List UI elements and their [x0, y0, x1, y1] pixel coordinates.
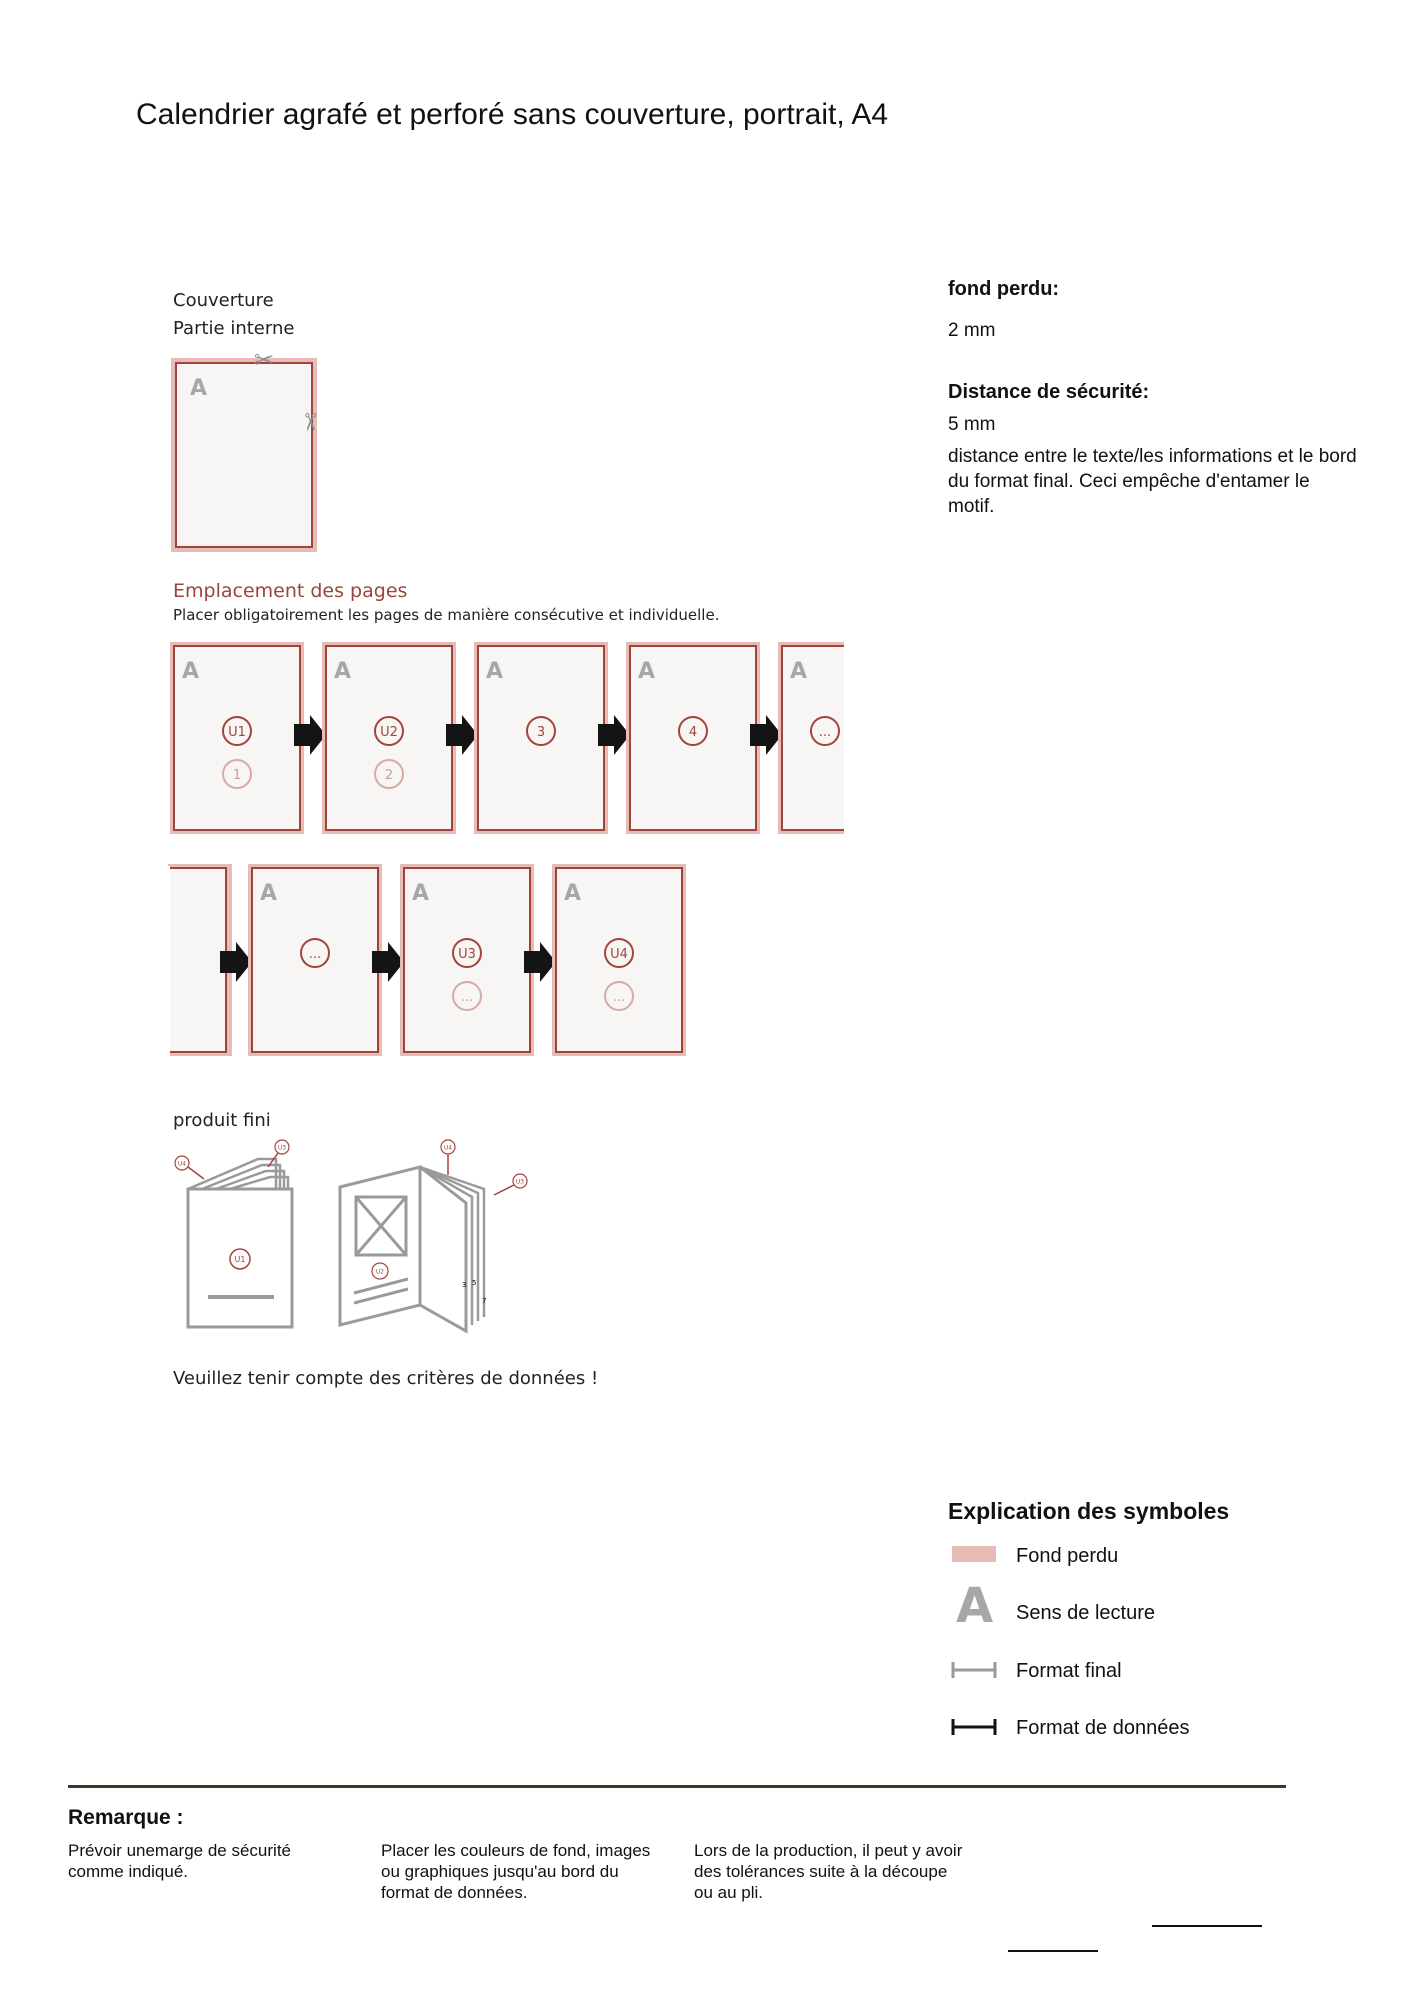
reading-direction-icon: A [956, 1578, 994, 1634]
safety-value: 5 mm [948, 414, 996, 435]
legend-item-data-format: Format de données [1016, 1717, 1190, 1739]
label-open-u3: U3 [516, 1179, 524, 1186]
finished-product-label: produit fini [173, 1110, 271, 1131]
remark-column-3: Lors de la production, il peut y avoir d… [694, 1841, 963, 1902]
remark-column-1: Prévoir unemarge de sécurité comme indiq… [68, 1841, 292, 1881]
arrow-right-icon [524, 942, 556, 982]
label-u3: U3 [278, 1145, 286, 1152]
page-number-c: 7 [482, 1297, 486, 1305]
placement-heading: Emplacement des pages [173, 580, 408, 602]
final-format-icon [951, 1662, 997, 1678]
signature-line [1008, 1950, 1098, 1952]
reading-direction-icon: A [182, 659, 199, 684]
page-number-secondary: 1 [233, 768, 241, 783]
signature-line [1152, 1925, 1262, 1927]
page-row-2: A ... A U3 ... A U4 ... [168, 864, 686, 1056]
arrow-right-icon [750, 715, 782, 755]
page-u4: A U4 ... [552, 864, 686, 1056]
label-cover: Couverture [173, 290, 274, 311]
arrow-right-icon [598, 715, 630, 755]
arrow-right-icon [372, 942, 404, 982]
arrow-right-icon [446, 715, 478, 755]
page-continued [168, 864, 232, 1056]
legend-item-final-format: Format final [1016, 1660, 1122, 1682]
page-3: A 3 [474, 642, 608, 834]
label-open-u4: U4 [444, 1145, 452, 1152]
label-u2: U2 [376, 1269, 384, 1276]
page-number: U3 [458, 947, 476, 962]
open-calendar-icon: U2 U4 U3 3 5 7 [338, 1139, 528, 1334]
bleed-value: 2 mm [948, 320, 996, 341]
page-title: Calendrier agrafé et perforé sans couver… [136, 98, 889, 131]
page-number: U2 [380, 725, 398, 740]
legend-item-bleed: Fond perdu [1016, 1545, 1119, 1567]
reading-direction-icon: A [190, 376, 207, 401]
page-number: 3 [537, 725, 545, 740]
finished-product-diagram: U1 U4 U3 U2 U4 U3 3 5 7 [174, 1139, 528, 1334]
page-u1: A U1 1 [170, 642, 304, 834]
page-number-secondary: ... [461, 990, 473, 1005]
data-criteria-note: Veuillez tenir compte des critères de do… [173, 1368, 599, 1389]
label-u4: U4 [178, 1161, 186, 1168]
reading-direction-icon: A [638, 659, 655, 684]
page-u3: A U3 ... [400, 864, 534, 1056]
page-number: 4 [689, 725, 697, 740]
page-row-1: A U1 1 A U2 2 A 3 [170, 642, 844, 834]
page-number: U1 [228, 725, 246, 740]
page-ellipsis: A ... [248, 864, 382, 1056]
closed-calendar-icon: U1 U4 U3 [174, 1139, 294, 1329]
bleed-heading: fond perdu: [948, 278, 1060, 300]
page-number-b: 5 [472, 1279, 476, 1287]
label-inner-part: Partie interne [173, 318, 295, 339]
page-number-secondary: 2 [385, 768, 393, 783]
page-number-circle [222, 716, 252, 746]
reading-direction-icon: A [412, 881, 429, 906]
page-number-a: 3 [462, 1281, 466, 1289]
page-trim [175, 362, 313, 548]
divider [68, 1785, 1286, 1788]
page-number: ... [819, 725, 831, 740]
page-4: A 4 [626, 642, 760, 834]
reading-direction-icon: A [334, 659, 351, 684]
page-number-secondary: ... [613, 990, 625, 1005]
scissors-icon: ✂ [296, 412, 324, 432]
remark-column-2: Placer les couleurs de fond, images ou g… [381, 1841, 651, 1902]
arrow-right-icon [220, 942, 252, 982]
cover-page-diagram: A ✂ ✂ [171, 350, 324, 552]
page-ellipsis: A ... [778, 642, 844, 834]
reading-direction-icon: A [564, 881, 581, 906]
safety-description: distance entre le texte/les informations… [948, 446, 1357, 517]
bleed-swatch-icon [952, 1546, 996, 1562]
reading-direction-icon: A [260, 881, 277, 906]
reading-direction-icon: A [790, 659, 807, 684]
page-number-circle-secondary [222, 759, 252, 789]
page-u2: A U2 2 [322, 642, 456, 834]
scissors-icon: ✂ [254, 350, 274, 374]
safety-heading: Distance de sécurité: [948, 381, 1150, 403]
remark-heading: Remarque : [68, 1806, 184, 1829]
reading-direction-icon: A [486, 659, 503, 684]
legend-title: Explication des symboles [948, 1498, 1230, 1524]
data-format-icon [951, 1719, 997, 1735]
arrow-right-icon [294, 715, 326, 755]
page-number: U4 [610, 947, 628, 962]
legend-item-reading: Sens de lecture [1016, 1602, 1155, 1624]
placement-instruction: Placer obligatoirement les pages de mani… [173, 606, 720, 624]
page-number: ... [309, 947, 321, 962]
label-u1: U1 [235, 1255, 246, 1264]
